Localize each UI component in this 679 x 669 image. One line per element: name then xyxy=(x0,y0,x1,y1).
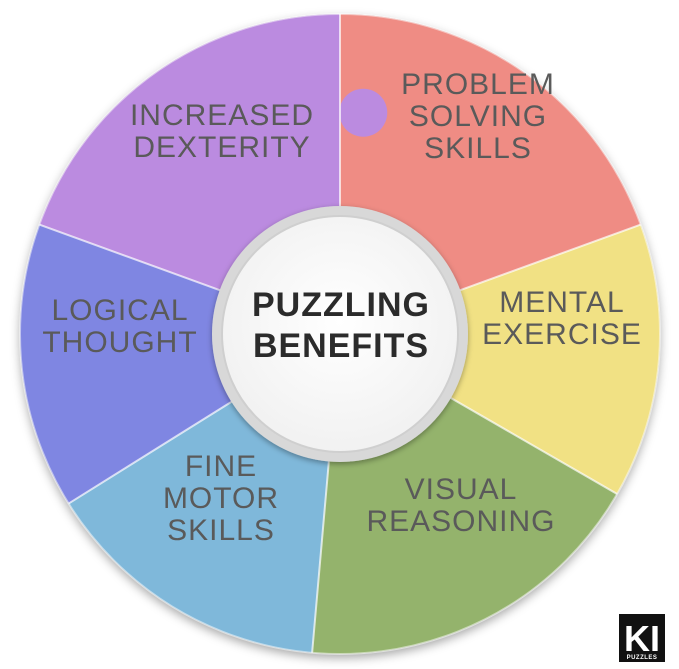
segment-logical-thought xyxy=(19,224,234,504)
seam-line xyxy=(68,399,235,505)
segment-label-mental-exercise: MENTAL xyxy=(499,286,624,319)
seam-line xyxy=(447,395,618,495)
logo-mark: KI xyxy=(624,618,660,659)
puzzle-segments xyxy=(19,14,661,654)
segment-label-fine-motor-skills: MOTOR xyxy=(163,482,279,515)
center-title-line2: BENEFITS xyxy=(253,327,429,365)
segment-label-mental-exercise: EXERCISE xyxy=(482,318,642,351)
segment-label-logical-thought: THOUGHT xyxy=(42,326,197,359)
piece-seams xyxy=(19,13,661,655)
seam-line xyxy=(457,223,642,293)
logo-background xyxy=(619,614,665,662)
segment-problem-solving xyxy=(340,14,641,292)
segment-label-increased-dexterity: DEXTERITY xyxy=(133,131,310,164)
segment-label-fine-motor-skills: FINE xyxy=(185,450,257,483)
seam-line xyxy=(311,458,331,653)
logo-subtitle: PUZZLES xyxy=(627,655,658,661)
segment-label-visual-reasoning: REASONING xyxy=(366,505,555,538)
segment-visual-reasoning xyxy=(312,396,618,654)
segment-label-problem-solving: SOLVING xyxy=(409,100,547,133)
segment-label-problem-solving: SKILLS xyxy=(424,132,532,165)
ki-puzzles-logo: KI PUZZLES xyxy=(619,614,665,662)
segment-label-logical-thought: LOGICAL xyxy=(51,294,188,327)
outer-rim xyxy=(19,13,661,655)
seam-line xyxy=(38,223,223,293)
segment-labels: PROBLEMSOLVINGSKILLSMENTALEXERCISEVISUAL… xyxy=(42,68,642,547)
segment-label-problem-solving: PROBLEM xyxy=(401,68,555,101)
puzzle-knob-increased-dexterity xyxy=(339,88,388,137)
center-title-line1: PUZZLING xyxy=(252,286,430,324)
center-hole xyxy=(221,215,459,453)
segment-label-fine-motor-skills: SKILLS xyxy=(167,514,275,547)
segment-label-visual-reasoning: VISUAL xyxy=(405,473,518,506)
segment-increased-dexterity xyxy=(39,14,340,292)
segment-label-increased-dexterity: INCREASED xyxy=(130,99,314,132)
